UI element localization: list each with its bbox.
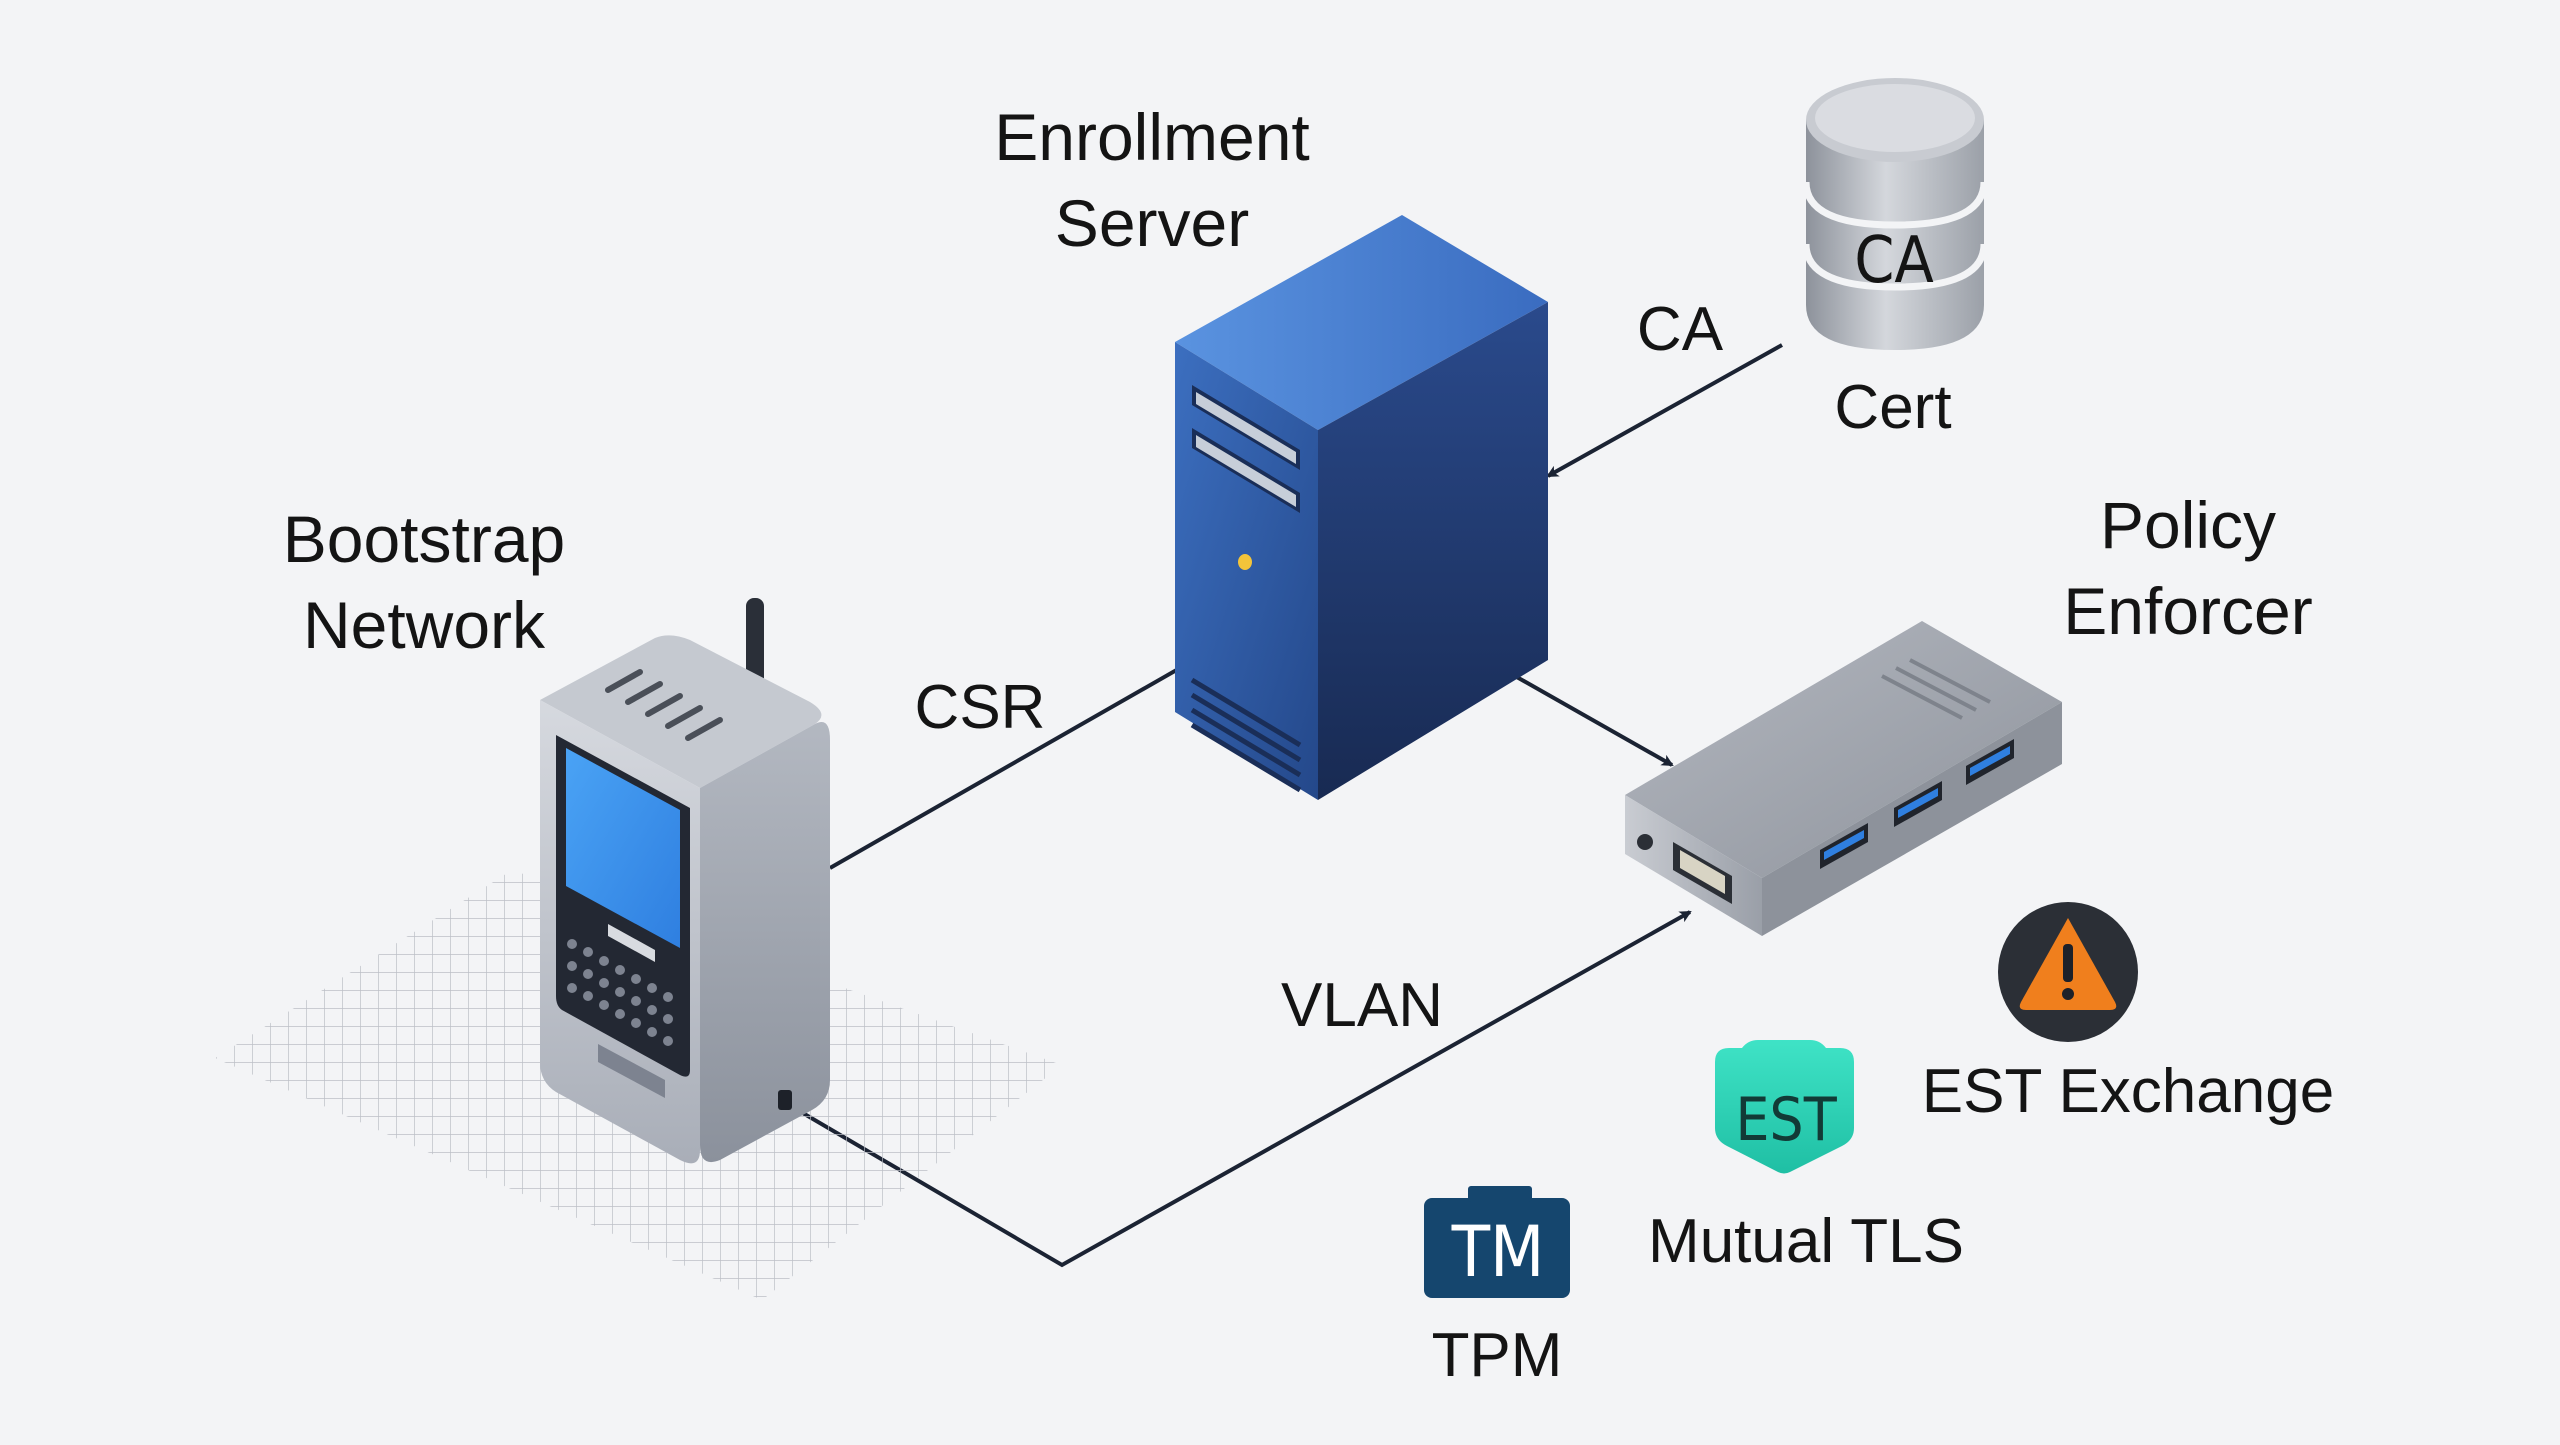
est-badge-icon: EST	[1715, 1040, 1854, 1174]
diagram-labels: Enrollment Server Bootstrap Network Poli…	[283, 100, 2334, 1390]
warning-icon	[1998, 902, 2138, 1042]
bootstrap-network-label-line2: Network	[303, 588, 546, 662]
ca-database-icon: CA	[1802, 78, 1988, 350]
tpm-chip-label: TM	[1451, 1211, 1545, 1293]
enrollment-server-label-line2: Server	[1055, 186, 1249, 260]
policy-enforcer-label-line2: Enforcer	[2063, 574, 2312, 648]
est-exchange-label: EST Exchange	[1922, 1057, 2334, 1126]
tpm-label: TPM	[1432, 1321, 1563, 1390]
csr-label: CSR	[915, 673, 1046, 742]
bootstrap-device-icon	[540, 598, 830, 1164]
policy-enforcer-label-line1: Policy	[2100, 488, 2276, 562]
ca-cert-connector	[1546, 343, 1783, 478]
policy-enforcer-switch-icon	[1625, 621, 2062, 936]
vlan-label: VLAN	[1281, 971, 1443, 1040]
cert-label: Cert	[1834, 373, 1951, 442]
enrollment-server-icon	[1175, 215, 1548, 800]
bootstrap-network-label-line1: Bootstrap	[283, 502, 566, 576]
enrollment-server-label-line1: Enrollment	[994, 100, 1309, 174]
database-badge-label: CA	[1854, 224, 1934, 298]
tpm-chip-icon: TM	[1424, 1186, 1570, 1298]
est-badge-label: EST	[1735, 1085, 1837, 1155]
ca-arrow-label: CA	[1637, 295, 1724, 364]
mutual-tls-label: Mutual TLS	[1648, 1207, 1964, 1276]
